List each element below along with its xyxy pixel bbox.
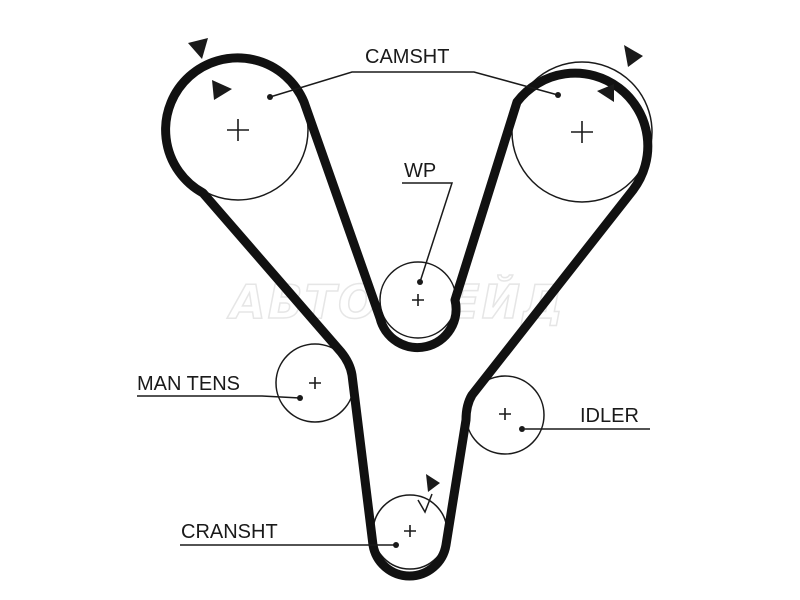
camshaft-right-centre-mark (571, 121, 593, 143)
camshaft-right-leader-dot (555, 92, 561, 98)
tensioner-centre-mark (309, 377, 321, 389)
timing-mark-crank (426, 474, 440, 492)
timing-mark-left-outer (188, 38, 208, 59)
camshaft-leader (269, 71, 559, 98)
centre-marks (227, 119, 593, 537)
timing-mark-right-inner (597, 84, 614, 102)
water-pump-leader (402, 182, 454, 283)
crankshaft-centre-mark (404, 525, 416, 537)
water-pump-centre-mark (412, 294, 424, 306)
crankshaft-label: CRANSHT (181, 521, 278, 543)
manual-tensioner-label: MAN TENS (137, 373, 240, 395)
camshaft-left-centre-mark (227, 119, 249, 141)
timing-belt (161, 53, 653, 581)
tensioner-leader-dot (297, 395, 303, 401)
camshaft-left-leader-dot (267, 94, 273, 100)
timing-marks (188, 38, 643, 514)
tensioner-leader (137, 395, 301, 399)
water-pump-leader-dot (417, 279, 423, 285)
timing-mark-right-outer (624, 45, 643, 67)
timing-mark-left-inner (212, 80, 232, 100)
idler-centre-mark (499, 408, 511, 420)
crankshaft-leader-dot (393, 542, 399, 548)
idler-leader-dot (519, 426, 525, 432)
camshaft-label: CAMSHT (365, 46, 449, 68)
crank-key-notch (417, 493, 433, 514)
leader-lines (137, 71, 650, 548)
water-pump-label: WP (404, 160, 436, 182)
idler-label: IDLER (580, 405, 639, 427)
